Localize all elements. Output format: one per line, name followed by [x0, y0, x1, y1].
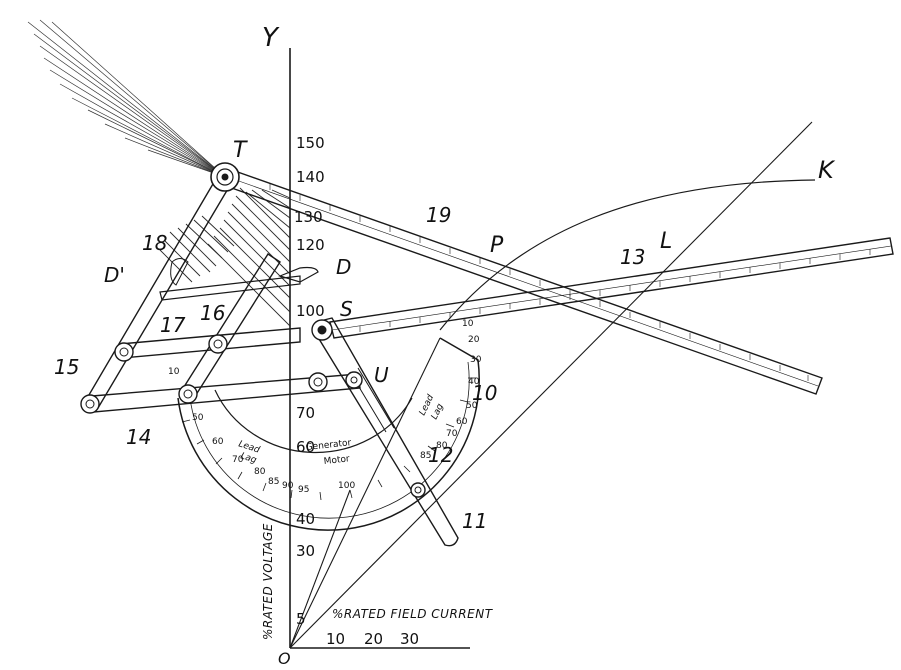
label-l: L: [660, 229, 672, 254]
ref-10: 10: [472, 381, 497, 405]
protractor-right-10: 10: [462, 319, 474, 329]
protractor: [177, 337, 480, 531]
y-tick-150: 150: [296, 134, 325, 152]
ref-18: 18: [142, 231, 167, 255]
protractor-right-40: 40: [468, 377, 480, 387]
x-axis-title: %RATED FIELD CURRENT: [332, 607, 494, 621]
ref-13: 13: [620, 245, 645, 269]
protractor-right-60: 60: [456, 417, 468, 427]
curve-k: [439, 179, 816, 331]
y-axis-name: Y: [262, 23, 280, 53]
protractor-scale-80: 80: [254, 467, 266, 477]
label-k: K: [818, 156, 836, 184]
protractor-inner-10: 10: [168, 367, 180, 377]
point-labels: T S P L K U D D': [104, 138, 836, 387]
protractor-right-50: 50: [466, 401, 478, 411]
protractor-generator: Generator: [305, 438, 352, 453]
ref-12: 12: [428, 443, 453, 467]
y-tick-labels: 150 140 130 120 100 70 60 40 30 5: [294, 134, 325, 628]
ref-17: 17: [160, 313, 186, 337]
label-d-prime: D': [104, 263, 125, 287]
label-d: D: [336, 255, 351, 279]
y-tick-40: 40: [296, 510, 315, 528]
y-tick-130: 130: [294, 208, 323, 226]
protractor-right-30: 30: [470, 355, 482, 365]
ref-11: 11: [462, 509, 487, 533]
ref-16: 16: [200, 301, 225, 325]
protractor-scale-95: 95: [298, 485, 309, 495]
x-tick-labels: 10 20 30: [326, 630, 419, 648]
protractor-scale-50: 50: [192, 413, 204, 423]
protractor-motor: Motor: [323, 454, 350, 467]
x-tick-20: 20: [364, 630, 383, 648]
protractor-scale-70: 70: [232, 455, 244, 465]
ruler-19: [225, 169, 823, 395]
label-s: S: [340, 297, 353, 321]
y-tick-70: 70: [296, 404, 315, 422]
x-tick-30: 30: [400, 630, 419, 648]
protractor-scale-85: 85: [268, 477, 279, 487]
y-tick-60: 60: [296, 438, 315, 456]
label-t: T: [233, 138, 248, 163]
x-tick-10: 10: [326, 630, 345, 648]
protractor-right-85: 85: [420, 451, 431, 461]
protractor-scale-60: 60: [212, 437, 224, 447]
origin-label: O: [278, 649, 291, 668]
y-axis-title: %RATED VOLTAGE: [261, 523, 275, 640]
pivots: [80, 162, 426, 498]
diagonal-line: [289, 121, 813, 649]
ref-15: 15: [54, 355, 79, 379]
ref-14: 14: [126, 425, 151, 449]
arm-11: [315, 317, 459, 547]
y-tick-5: 5: [296, 610, 306, 628]
protractor-right-20: 20: [468, 335, 480, 345]
ruler-13: [329, 237, 894, 339]
protractor-lag-left: Lag: [239, 451, 258, 466]
protractor-scale-100: 100: [338, 481, 355, 491]
ref-19: 19: [426, 203, 451, 227]
protractor-right-70: 70: [446, 429, 458, 439]
origin-triangle: [289, 337, 441, 649]
protractor-scale-90: 90: [282, 481, 294, 491]
label-u: U: [374, 363, 389, 387]
protractor-right-80: 80: [436, 441, 448, 451]
protractor-labels: Lead Lag Generator Motor Lead Lag 10 50 …: [168, 319, 482, 495]
y-tick-140: 140: [296, 168, 325, 186]
y-tick-100: 100: [296, 302, 325, 320]
label-p: P: [490, 233, 504, 258]
y-tick-30: 30: [296, 542, 315, 560]
light-rays: [27, 19, 226, 178]
y-tick-120: 120: [296, 236, 325, 254]
reference-numerals: 10 11 12 13 14 15 16 17 18 19: [54, 203, 645, 533]
